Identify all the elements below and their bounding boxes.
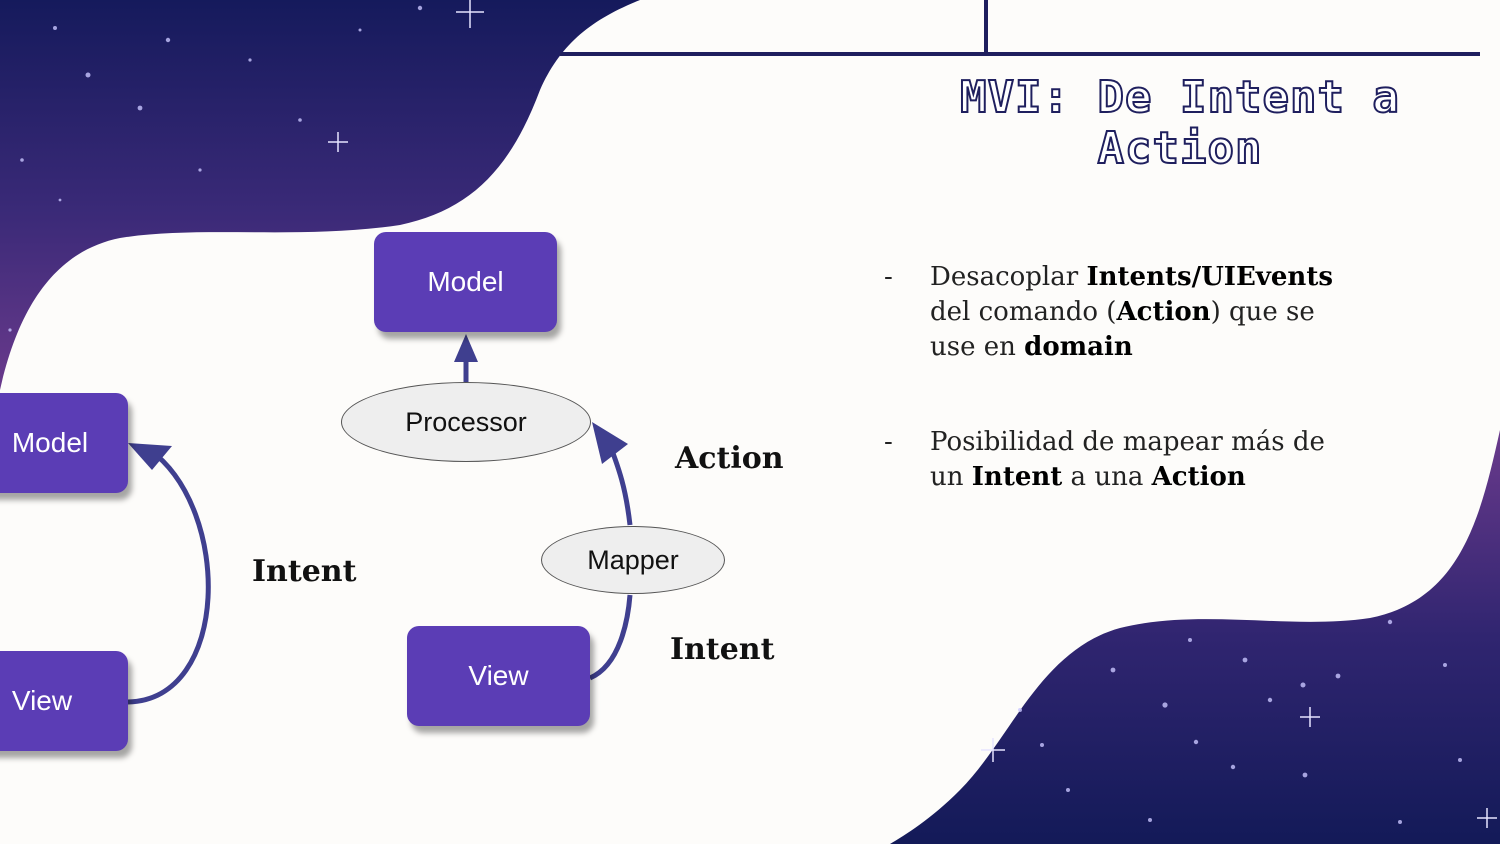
bullet-text: Posibilidad de mapear más de un Intent a… (930, 425, 1344, 495)
left-model-label: Model (11, 427, 89, 458)
bullet-item: - Posibilidad de mapear más de un Intent… (884, 425, 1344, 495)
left-intent-arrow (127, 447, 211, 705)
arrowheads (128, 334, 628, 470)
text-run-bold: domain (1024, 332, 1133, 362)
bullet-item: - Desacoplar Intents/UIEvents del comand… (884, 260, 1344, 365)
space-blob-top-left (0, 0, 640, 390)
processor-arrowhead (592, 422, 628, 464)
left-model-box: Model (0, 393, 128, 493)
bullet-dash: - (884, 427, 893, 457)
left-arrowhead (128, 443, 172, 470)
left-view-label: View (11, 685, 73, 716)
model-label: Model (427, 266, 504, 297)
stars (8, 5, 1462, 824)
model-arrowhead (454, 334, 478, 362)
text-run: Desacoplar (930, 262, 1087, 292)
bullet-dash: - (884, 262, 893, 292)
processor-label: Processor (405, 406, 527, 437)
space-blob-bottom-right (890, 430, 1500, 844)
model-box: Model (374, 232, 557, 332)
bullet-text: Desacoplar Intents/UIEvents del comando … (930, 260, 1344, 365)
left-intent-label: Intent (252, 554, 357, 589)
text-run-bold: Action (1116, 297, 1211, 327)
mapper-node: Mapper (541, 526, 725, 594)
view-label: View (468, 660, 529, 691)
text-run: del comando ( (930, 297, 1117, 327)
view-to-mapper-line (588, 594, 633, 681)
action-label: Action (675, 441, 784, 476)
text-run: ) que se use en (930, 297, 1315, 362)
header-rule (560, 0, 1480, 56)
view-box: View (407, 626, 590, 726)
sparkles (328, 0, 1497, 828)
text-run: Posibilidad de mapear más de un (930, 427, 1325, 492)
text-run-bold: Intent (971, 462, 1063, 492)
text-run: a una (1062, 462, 1152, 492)
left-view-box: View (0, 651, 128, 751)
text-run-bold: Intents/UIEvents (1086, 262, 1333, 292)
processor-node: Processor (341, 382, 591, 462)
right-intent-label: Intent (670, 632, 775, 667)
slide-title: MVI: De Intent a Action (959, 71, 1400, 175)
bullet-list: - Desacoplar Intents/UIEvents del comand… (884, 260, 1344, 555)
text-run-bold: Action (1151, 462, 1246, 492)
mapper-label: Mapper (587, 544, 679, 575)
